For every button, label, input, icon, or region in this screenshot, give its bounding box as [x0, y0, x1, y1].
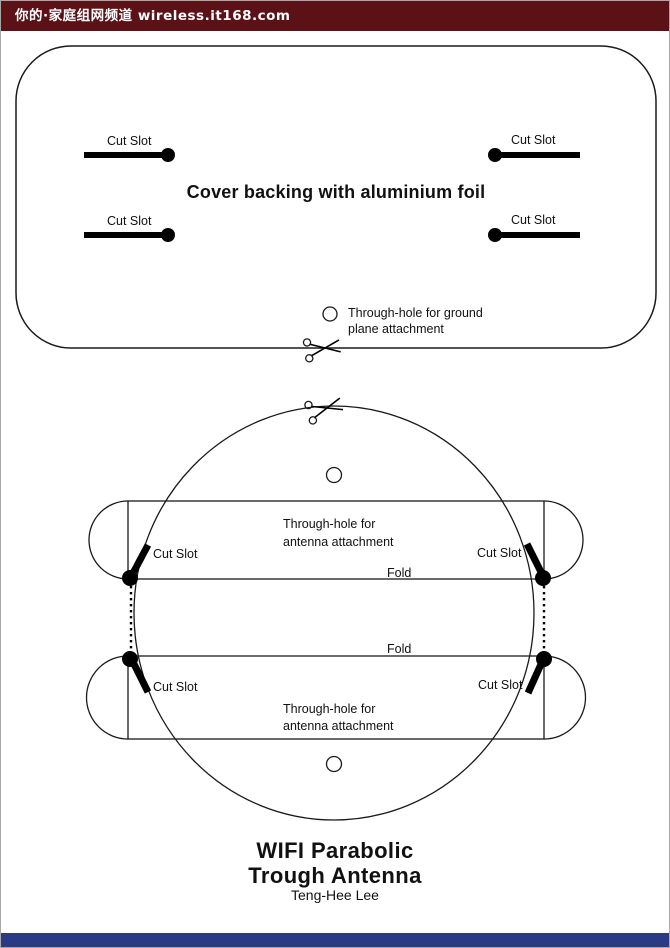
cut-slot-dot: [488, 148, 502, 162]
cut-slot-left: Cut Slot: [122, 543, 198, 586]
title-block: WIFI Parabolic Trough Antenna Teng-Hee L…: [248, 838, 422, 903]
foil-instruction-label: Cover backing with aluminium foil: [187, 182, 486, 202]
through-hole-circle-top: [325, 466, 343, 484]
trough-reflector-outline: [133, 405, 535, 821]
left-tab: [88, 500, 129, 580]
cut-slot-line: [128, 543, 152, 577]
trough-lower-bar: Fold Through-hole for antenna attachment…: [85, 642, 587, 740]
foil-backing-template: Cut Slot Cut Slot Cut Slot Cut Slot Cove…: [15, 45, 657, 363]
diagram-title-line2: Trough Antenna: [248, 863, 422, 888]
cut-slot-right: Cut Slot: [478, 651, 552, 695]
through-hole-circle: [322, 306, 338, 322]
cut-slot-label: Cut Slot: [153, 547, 198, 561]
cut-slot-label: Cut Slot: [153, 680, 198, 694]
antenna-through-hole-line1: Through-hole for: [283, 517, 375, 531]
cut-slot-left: Cut Slot: [122, 651, 198, 694]
scissors-icon: [302, 338, 341, 363]
foil-backing-outline: [15, 45, 657, 349]
cut-slot-label: Cut Slot: [511, 133, 556, 147]
cut-slot-label: Cut Slot: [107, 134, 152, 148]
antenna-through-hole-line2: antenna attachment: [283, 719, 394, 733]
bar-outline: [127, 655, 545, 740]
cut-slot-bottom-left: Cut Slot: [84, 214, 175, 242]
site-banner-text: 你的·家庭组网频道 wireless.it168.com: [15, 8, 291, 24]
cut-slot-dot: [536, 651, 552, 667]
fold-label: Fold: [387, 566, 411, 580]
site-banner: 你的·家庭组网频道 wireless.it168.com: [1, 1, 669, 31]
right-tab: [543, 655, 587, 740]
cut-slot-dot: [161, 228, 175, 242]
bar-outline: [127, 500, 545, 580]
trough-upper-bar: Through-hole for antenna attachment Fold…: [88, 500, 584, 586]
diagram-title-line1: WIFI Parabolic: [256, 838, 413, 863]
antenna-through-hole-line1: Through-hole for: [283, 702, 375, 716]
cut-slot-line: [523, 542, 546, 576]
cut-slot-dot: [122, 651, 138, 667]
trough-template: Through-hole for antenna attachment Fold…: [85, 397, 587, 821]
through-hole-label-line2: plane attachment: [348, 322, 444, 336]
cut-slot-dot: [161, 148, 175, 162]
cut-slot-label: Cut Slot: [107, 214, 152, 228]
cut-slot-top-right: Cut Slot: [488, 133, 580, 162]
cut-slot-dot: [122, 570, 138, 586]
through-hole-label-line1: Through-hole for ground: [348, 306, 483, 320]
right-tab: [543, 500, 584, 580]
cut-slot-dot: [488, 228, 502, 242]
cut-slot-label: Cut Slot: [478, 678, 523, 692]
cut-slot-label: Cut Slot: [477, 546, 522, 560]
left-tab: [85, 655, 129, 740]
cut-slot-right: Cut Slot: [477, 542, 551, 586]
cut-slot-line: [524, 660, 546, 695]
scissors-icon: [304, 397, 344, 425]
diagram-author: Teng-Hee Lee: [291, 887, 379, 903]
ground-plane-through-hole: Through-hole for ground plane attachment: [322, 306, 483, 336]
cut-slot-label: Cut Slot: [511, 213, 556, 227]
cut-slot-dot: [535, 570, 551, 586]
antenna-through-hole-line2: antenna attachment: [283, 535, 394, 549]
cut-slot-line: [129, 660, 152, 694]
cut-slot-top-left: Cut Slot: [84, 134, 175, 162]
cut-slot-bottom-right: Cut Slot: [488, 213, 580, 242]
footer-bar: [1, 933, 669, 947]
through-hole-circle-bottom: [325, 755, 343, 773]
fold-label: Fold: [387, 642, 411, 656]
